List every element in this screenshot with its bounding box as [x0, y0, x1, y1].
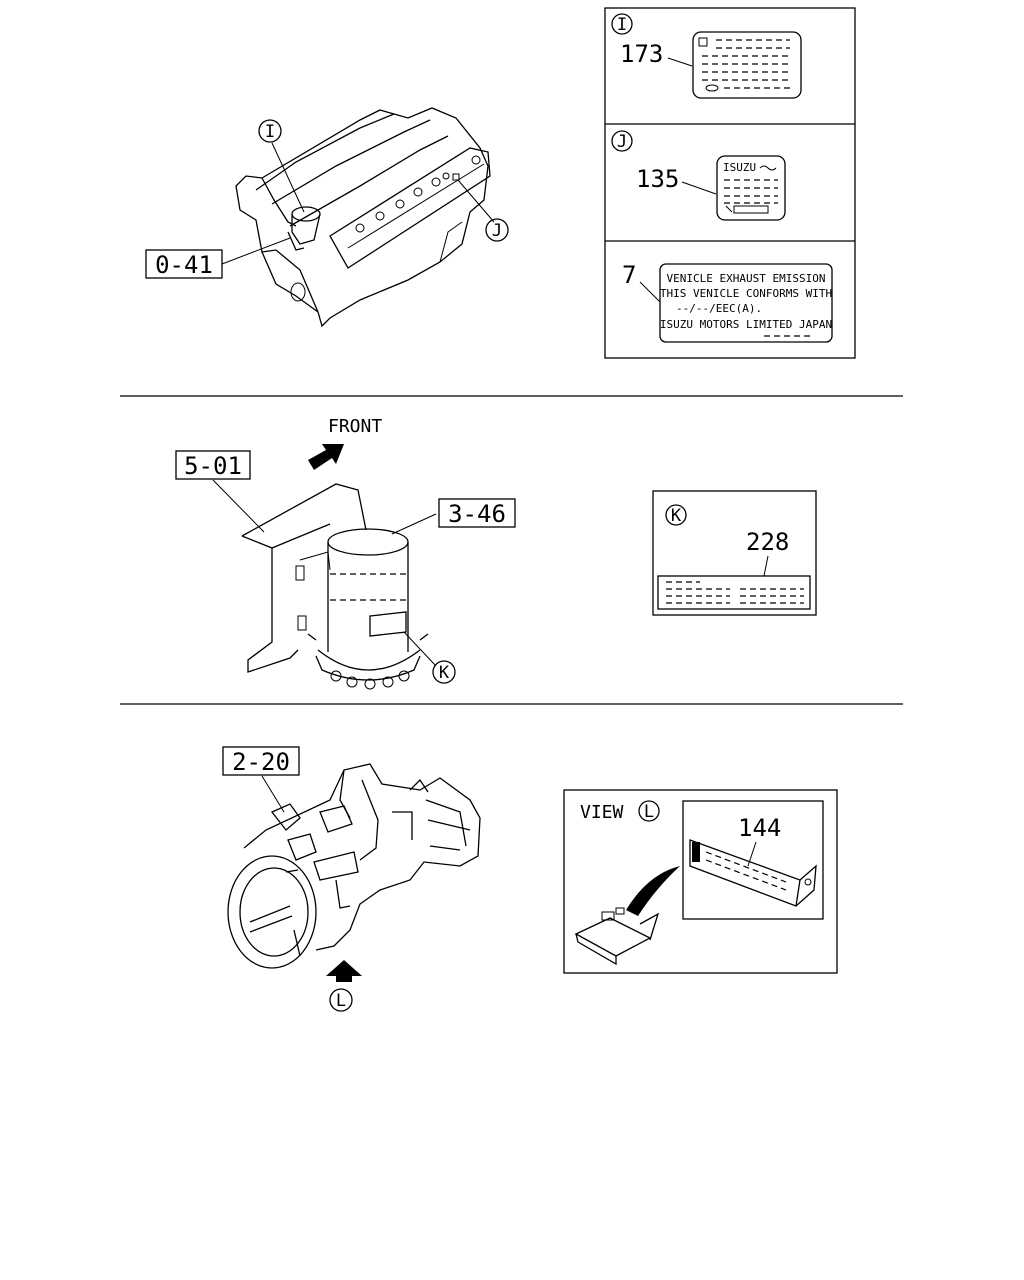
- svg-text:I: I: [265, 122, 275, 142]
- label-panel: [604, 7, 856, 359]
- svg-text:2-20: 2-20: [232, 748, 290, 776]
- view-arrow-icon: [326, 960, 362, 982]
- marker-i: I: [258, 119, 282, 143]
- callout-5-01[interactable]: 5-01: [175, 450, 251, 480]
- svg-text:K: K: [671, 506, 682, 526]
- svg-text:--/--/EEC(A).: --/--/EEC(A).: [676, 302, 762, 315]
- leader-0-41: [221, 237, 291, 265]
- leader-k: [403, 631, 437, 667]
- front-arrow-icon: [308, 444, 344, 470]
- svg-text:VIEW: VIEW: [580, 802, 624, 823]
- label-i-panel: I 173: [611, 13, 802, 99]
- label-k-panel: K 228: [652, 490, 817, 616]
- marker-l: L: [329, 988, 353, 1012]
- svg-text:L: L: [336, 991, 346, 1011]
- leader-5-01: [212, 479, 265, 533]
- marker-k: K: [432, 660, 456, 684]
- svg-text:K: K: [439, 663, 450, 683]
- svg-text:144: 144: [738, 814, 781, 842]
- svg-text:3-46: 3-46: [448, 500, 506, 528]
- callout-0-41[interactable]: 0-41: [145, 249, 223, 279]
- leader-2-20: [261, 775, 285, 813]
- svg-text:135: 135: [636, 165, 679, 193]
- frame-drawing: [241, 483, 367, 673]
- callout-3-46[interactable]: 3-46: [438, 498, 516, 528]
- view-l-panel: VIEW L 144: [563, 789, 838, 974]
- svg-text:ISUZU: ISUZU: [723, 161, 756, 174]
- front-label: FRONT: [328, 416, 382, 437]
- svg-text:J: J: [492, 221, 502, 241]
- label-7-panel: 7 VENICLE EXHAUST EMISSION THIS VENICLE …: [622, 261, 833, 343]
- marker-j: J: [485, 218, 509, 242]
- leader-i: [271, 142, 305, 213]
- svg-text:7: 7: [622, 261, 636, 289]
- svg-text:THIS VENICLE CONFORMS WITH: THIS VENICLE CONFORMS WITH: [660, 287, 832, 300]
- svg-text:5-01: 5-01: [184, 452, 242, 480]
- svg-text:J: J: [617, 132, 627, 152]
- svg-text:0-41: 0-41: [155, 251, 213, 279]
- svg-text:ISUZU MOTORS LIMITED JAPAN: ISUZU MOTORS LIMITED JAPAN: [660, 318, 832, 331]
- svg-text:228: 228: [746, 528, 789, 556]
- svg-text:173: 173: [620, 40, 663, 68]
- leader-3-46: [391, 513, 437, 535]
- transmission-drawing: [227, 763, 481, 969]
- engine-drawing: [235, 107, 491, 328]
- svg-text:VENICLE EXHAUST EMISSION: VENICLE EXHAUST EMISSION: [667, 272, 826, 285]
- svg-text:I: I: [617, 15, 627, 35]
- fuel-filter-drawing: [307, 528, 429, 690]
- svg-text:L: L: [644, 802, 654, 822]
- label-j-panel: J 135 ISUZU: [611, 130, 786, 221]
- leader-j: [457, 179, 495, 223]
- callout-2-20[interactable]: 2-20: [222, 746, 300, 776]
